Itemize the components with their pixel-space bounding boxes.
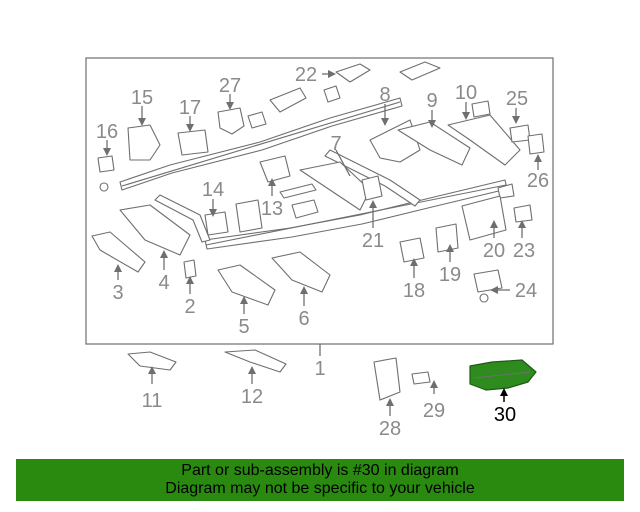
callout-20: 20: [483, 240, 505, 262]
callout-26: 26: [527, 170, 549, 192]
callout-7: 7: [330, 133, 341, 155]
banner-line-2: Diagram may not be specific to your vehi…: [165, 480, 475, 497]
callout-11: 11: [142, 390, 163, 412]
callout-27: 27: [219, 75, 241, 97]
callout-9: 9: [426, 90, 437, 112]
banner-line-1: Part or sub-assembly is #30 in diagram: [181, 462, 459, 479]
component-parts: [91, 61, 545, 401]
callout-8: 8: [379, 84, 390, 106]
callout-30: 30: [494, 404, 516, 426]
callout-19: 19: [439, 264, 461, 286]
leader-lines: [103, 70, 542, 416]
callout-28: 28: [379, 418, 401, 440]
callout-5: 5: [238, 316, 249, 338]
callout-23: 23: [513, 240, 535, 262]
callout-6: 6: [298, 308, 309, 330]
callout-21: 21: [362, 230, 384, 252]
callout-29: 29: [423, 400, 445, 422]
callout-2: 2: [184, 296, 195, 318]
callout-12: 12: [241, 386, 263, 408]
callout-25: 25: [506, 88, 528, 110]
callout-1: 1: [314, 358, 325, 380]
callout-3: 3: [112, 282, 123, 304]
callout-labels: 1 2 3 4 5 6 7 8 9 10 11 12 13 14 15 16 1…: [96, 64, 549, 440]
callout-24: 24: [515, 280, 537, 302]
callout-4: 4: [158, 272, 169, 294]
callout-17: 17: [179, 97, 201, 119]
callout-16: 16: [96, 121, 118, 143]
callout-15: 15: [131, 87, 153, 109]
callout-18: 18: [403, 280, 425, 302]
callout-22: 22: [295, 64, 317, 86]
callout-10: 10: [455, 82, 477, 104]
callout-14: 14: [202, 179, 224, 201]
info-banner: Part or sub-assembly is #30 in diagram D…: [16, 459, 624, 501]
callout-13: 13: [261, 198, 283, 220]
